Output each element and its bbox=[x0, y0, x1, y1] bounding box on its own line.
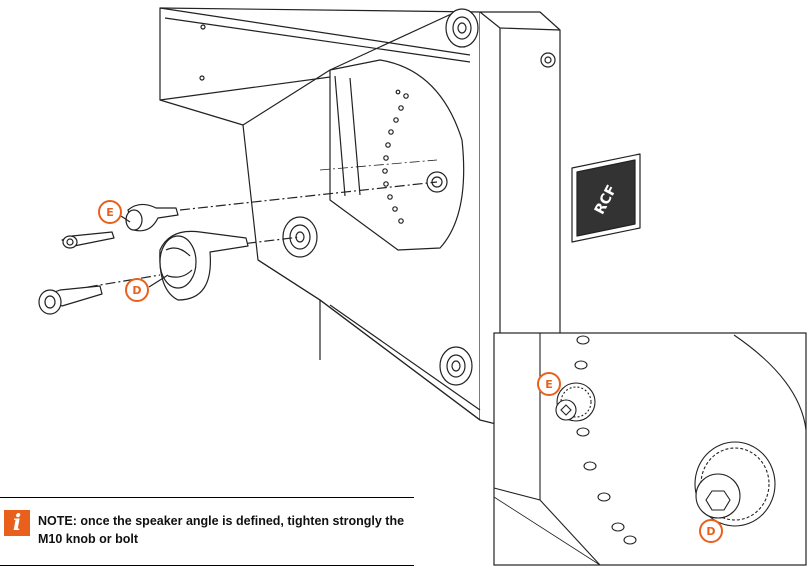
inset-holes bbox=[574, 335, 637, 545]
rigging-plate bbox=[329, 59, 465, 251]
note-text: NOTE: once the speaker angle is defined,… bbox=[38, 514, 405, 546]
detail-inset: E D bbox=[493, 332, 807, 566]
inset-knob-e bbox=[555, 382, 596, 422]
inset-knob-d bbox=[694, 441, 776, 527]
callout-e-badge: E bbox=[98, 200, 122, 224]
note-top-rule bbox=[0, 497, 414, 498]
logo-plate bbox=[571, 153, 641, 243]
note-bottom-rule bbox=[0, 565, 414, 566]
callout-d-label: D bbox=[132, 284, 141, 297]
roller-bottom bbox=[439, 346, 473, 386]
note-box: i NOTE: once the speaker angle is define… bbox=[0, 497, 414, 567]
inset-callout-e-badge: E bbox=[537, 372, 561, 396]
info-icon: i bbox=[4, 510, 30, 536]
inset-callout-d-label: D bbox=[706, 525, 715, 538]
knob-e bbox=[125, 203, 179, 232]
callout-d-badge: D bbox=[125, 278, 149, 302]
bolt-d bbox=[38, 285, 103, 315]
cabinet-screw bbox=[540, 52, 556, 68]
bolt-e bbox=[61, 231, 115, 249]
callout-e-label: E bbox=[106, 206, 114, 219]
knob-d bbox=[159, 230, 249, 301]
plate-holes bbox=[382, 89, 409, 224]
roller-top bbox=[445, 8, 479, 48]
inset-callout-d-badge: D bbox=[699, 519, 723, 543]
inset-callout-e-label: E bbox=[545, 378, 553, 391]
roller-mid bbox=[282, 216, 318, 258]
